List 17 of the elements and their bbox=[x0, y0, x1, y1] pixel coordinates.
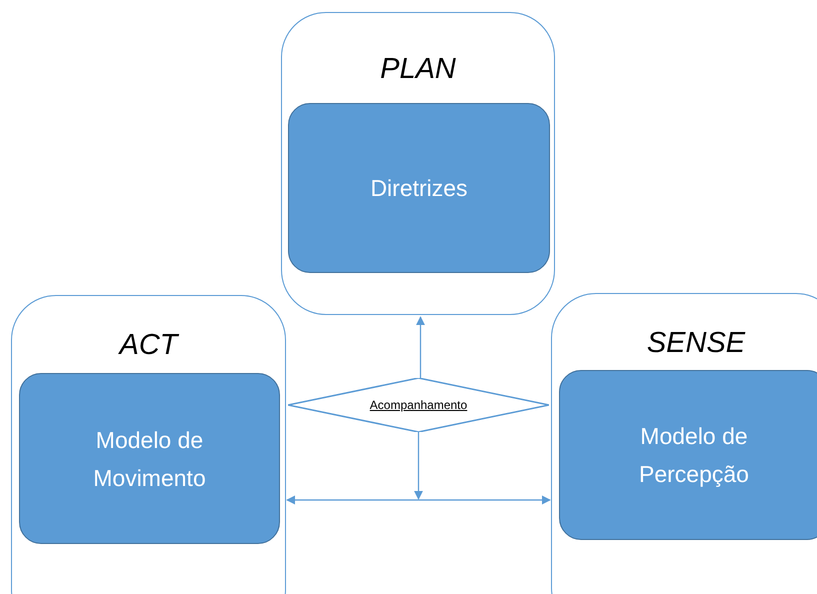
group-title: SENSE bbox=[646, 327, 746, 359]
process-box bbox=[19, 373, 280, 544]
group-container bbox=[11, 295, 286, 594]
box-label: Modelo de Percepção bbox=[638, 422, 750, 489]
group-title: PLAN bbox=[380, 53, 456, 85]
diamond-label: Acompanhamento bbox=[370, 398, 468, 412]
group-container bbox=[551, 293, 817, 594]
process-box bbox=[559, 370, 817, 540]
group-title: ACT bbox=[120, 329, 178, 361]
box-label: Diretrizes bbox=[370, 174, 468, 203]
group-container bbox=[281, 12, 555, 315]
process-box bbox=[288, 103, 550, 273]
arrow bbox=[414, 432, 423, 500]
box-label: Modelo de Movimento bbox=[92, 426, 207, 492]
arrow bbox=[416, 316, 425, 378]
decision-diamond bbox=[288, 378, 549, 432]
arrow bbox=[286, 496, 551, 504]
